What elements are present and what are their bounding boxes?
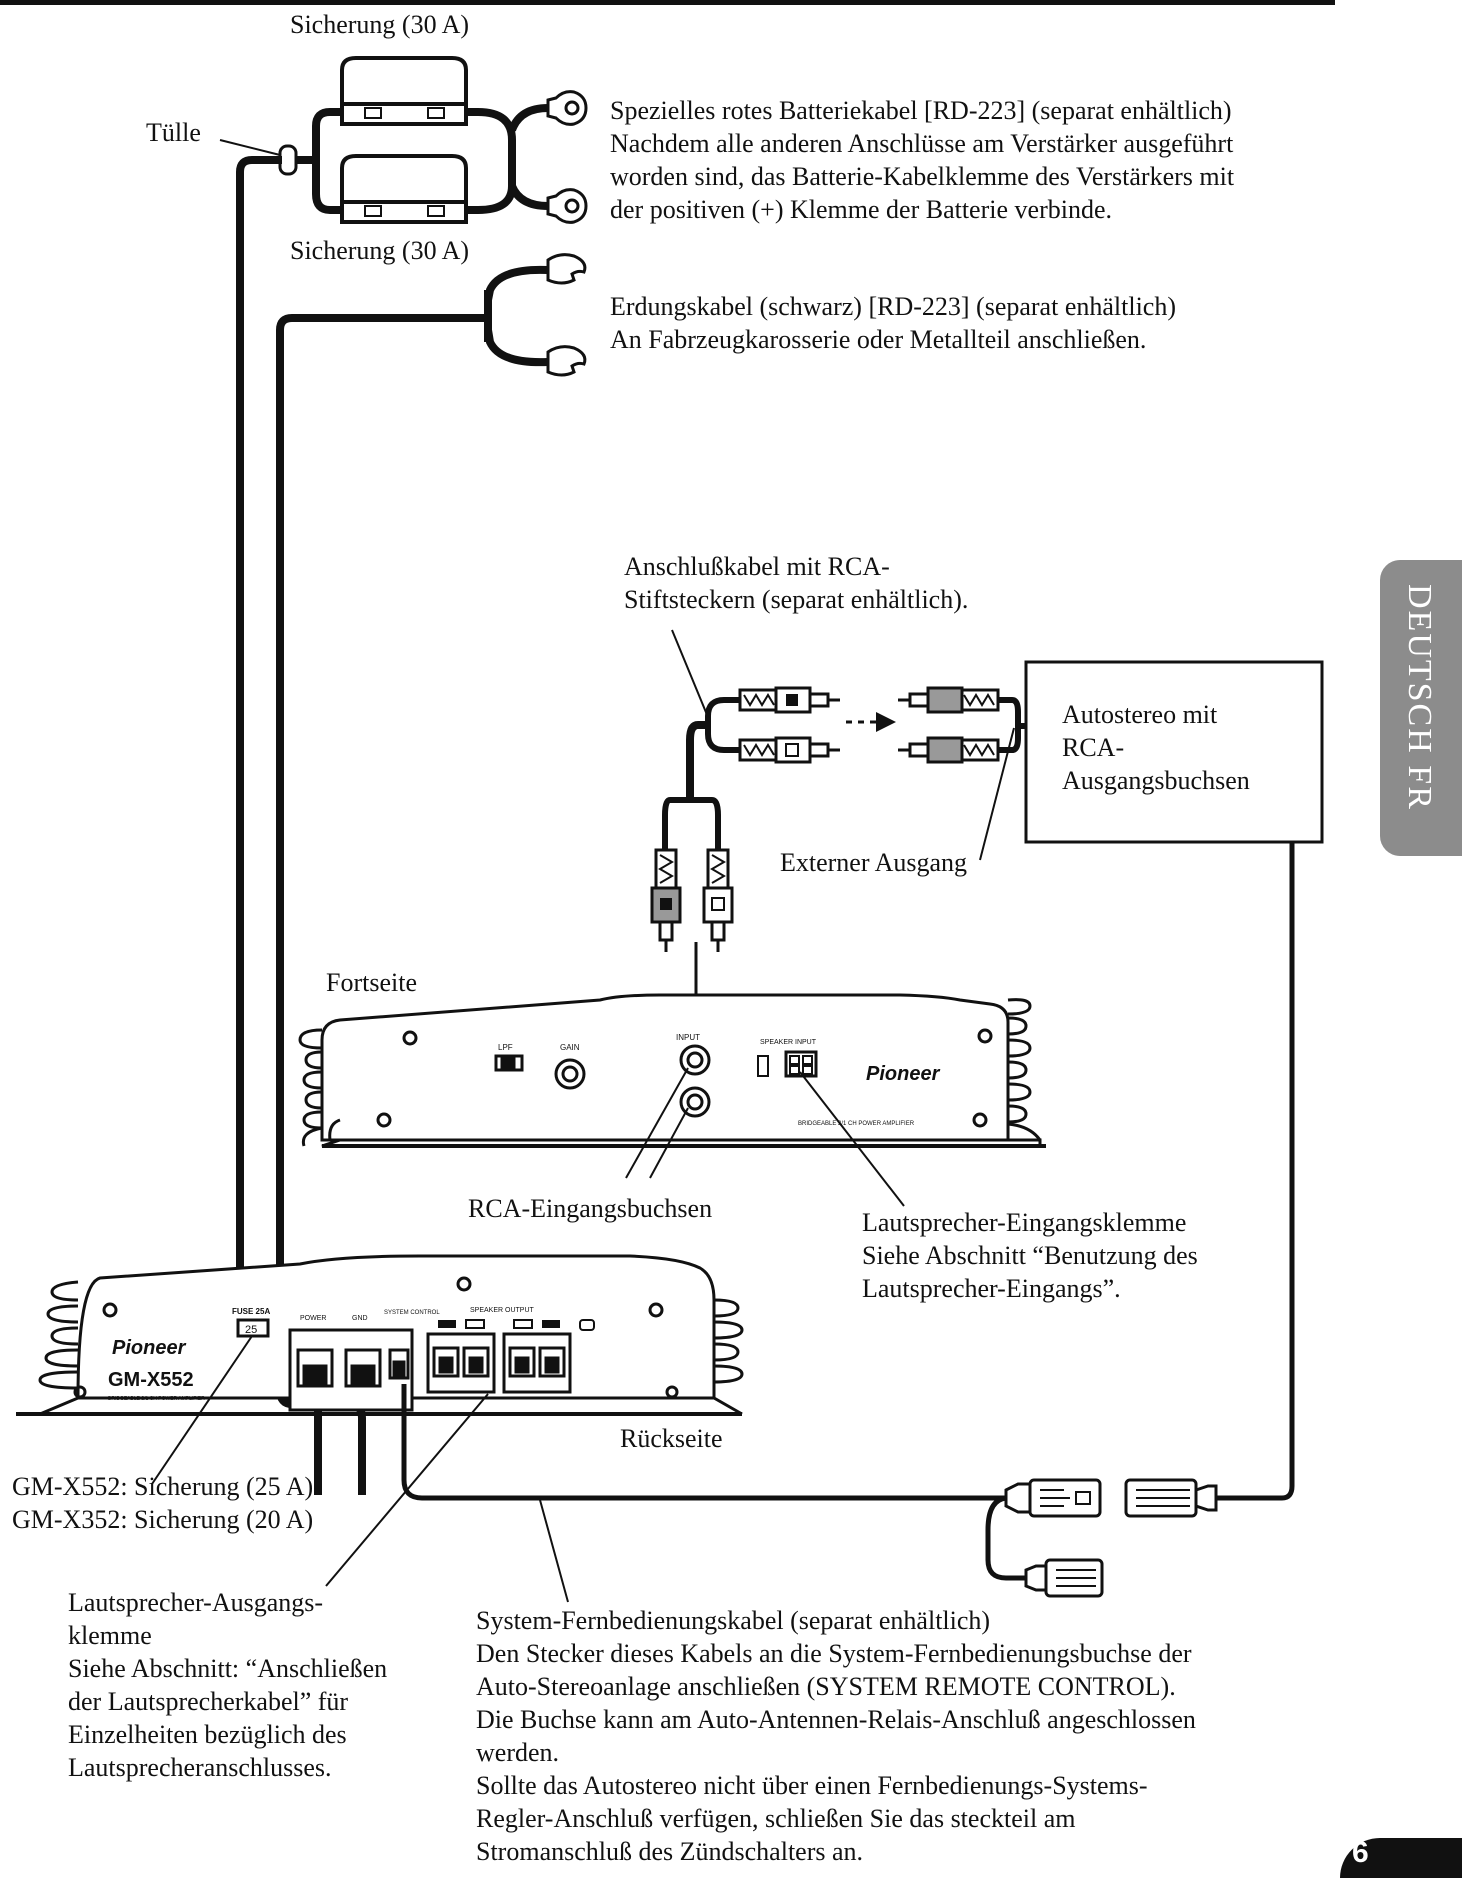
top-rule xyxy=(0,0,1335,5)
language-side-tab: DEUTSCH FR xyxy=(1380,560,1462,856)
rear-footer-text: BRIDGEABLE 2/1 CH POWER AMPLIFIER xyxy=(108,1396,205,1402)
rear-brand-logo: Pioneer xyxy=(112,1337,187,1359)
language-tab-label: DEUTSCH FR xyxy=(1401,584,1438,811)
remote-cable-line: Regler-Anschluß verfügen, schließen Sie … xyxy=(476,1804,1076,1833)
rca-cable xyxy=(650,629,1028,1040)
ground-cable-line: An Fabrzeugkarosserie oder Metallteil an… xyxy=(610,325,1147,354)
speaker-output-description: Lautsprecher-Ausgangs- klemme Siehe Absc… xyxy=(68,1586,387,1784)
speaker-output-line: klemme xyxy=(68,1621,152,1650)
car-stereo-line: RCA- xyxy=(1062,733,1125,762)
speaker-input-line: Lautsprecher-Eingangs”. xyxy=(862,1274,1121,1303)
rear-amplifier xyxy=(16,1254,744,1587)
fuse-model-line: GM-X552: Sicherung (25 A) xyxy=(12,1472,314,1501)
car-stereo-box xyxy=(1024,660,1324,844)
grommet-label: Tülle xyxy=(146,118,201,147)
page-number: 6 xyxy=(1352,1836,1369,1869)
battery-fuse-assembly xyxy=(219,56,588,1495)
battery-cable-line: worden sind, das Batterie-Kabelklemme de… xyxy=(610,162,1235,191)
battery-cable-line: Spezielles rotes Batteriekabel [RD-223] … xyxy=(610,96,1232,125)
front-footer-text: BRIDGEABLE 2/1 CH POWER AMPLIFIER xyxy=(798,1121,915,1127)
remote-cable-line: Stromanschluß des Zündschalters an. xyxy=(476,1837,864,1866)
speaker-input-description: Lautsprecher-Eingangsklemme Siehe Abschn… xyxy=(862,1206,1198,1305)
speaker-output-line: Lautsprecher-Ausgangs- xyxy=(68,1588,324,1617)
remote-cable xyxy=(401,842,1295,1603)
remote-cable-line: Sollte das Autostereo nicht über einen F… xyxy=(476,1771,1148,1800)
rear-gnd-label: GND xyxy=(352,1315,368,1322)
car-stereo-label: Autostereo mit RCA- Ausgangsbuchsen xyxy=(1062,698,1250,797)
remote-cable-line: Die Buchse kann am Auto-Antennen-Relais-… xyxy=(476,1705,1196,1734)
front-gain-label: GAIN xyxy=(560,1043,580,1052)
front-speaker-input-label: SPEAKER INPUT xyxy=(760,1039,817,1046)
fuse-top-label: Sicherung (30 A) xyxy=(290,10,470,39)
ground-cable-description: Erdungskabel (schwarz) [RD-223] (separat… xyxy=(610,290,1176,356)
fuse-models-description: GM-X552: Sicherung (25 A) GM-X352: Siche… xyxy=(12,1470,313,1536)
rear-fuse-value: 25 xyxy=(245,1324,257,1336)
ground-cable-line: Erdungskabel (schwarz) [RD-223] (separat… xyxy=(610,292,1176,321)
remote-cable-line: werden. xyxy=(476,1738,560,1767)
speaker-input-line: Siehe Abschnitt “Benutzung des xyxy=(862,1241,1198,1270)
rear-model-label: GM-X552 xyxy=(108,1369,194,1391)
remote-cable-line: System-Fernbedienungskabel (separat enhä… xyxy=(476,1606,991,1635)
rca-cable-line: Stiftsteckern (separat enhältlich). xyxy=(624,585,969,614)
fuse-bottom-label: Sicherung (30 A) xyxy=(290,236,470,265)
car-stereo-line: Ausgangsbuchsen xyxy=(1062,766,1250,795)
rear-fuse-label: FUSE 25A xyxy=(232,1307,270,1316)
front-side-label: Fortseite xyxy=(326,968,417,997)
battery-cable-description: Spezielles rotes Batteriekabel [RD-223] … xyxy=(610,94,1234,226)
front-amplifier xyxy=(298,993,1046,1207)
remote-cable-line: Auto-Stereoanlage anschließen (SYSTEM RE… xyxy=(476,1672,1176,1701)
speaker-output-line: Einzelheiten bezüglich des xyxy=(68,1720,347,1749)
rear-speaker-output-label: SPEAKER OUTPUT xyxy=(470,1307,535,1314)
rear-side-label: Rückseite xyxy=(620,1424,723,1453)
remote-cable-description: System-Fernbedienungskabel (separat enhä… xyxy=(476,1604,1196,1868)
front-lpf-label: LPF xyxy=(498,1043,513,1052)
speaker-input-line: Lautsprecher-Eingangsklemme xyxy=(862,1208,1187,1237)
battery-cable-line: Nachdem alle anderen Anschlüsse am Verst… xyxy=(610,129,1234,158)
rca-inputs-label: RCA-Eingangsbuchsen xyxy=(468,1194,713,1223)
battery-cable-line: der positiven (+) Klemme der Batterie ve… xyxy=(610,195,1112,224)
rca-cable-description: Anschlußkabel mit RCA- Stiftsteckern (se… xyxy=(624,550,968,616)
car-stereo-line: Autostereo mit xyxy=(1062,700,1218,729)
front-brand-logo: Pioneer xyxy=(866,1063,941,1085)
speaker-output-line: Lautsprecheranschlusses. xyxy=(68,1753,332,1782)
rear-system-control-label: SYSTEM CONTROL xyxy=(384,1310,440,1316)
front-input-label: INPUT xyxy=(676,1033,700,1042)
remote-cable-line: Den Stecker dieses Kabels an die System-… xyxy=(476,1639,1192,1668)
speaker-output-line: Siehe Abschnitt: “Anschließen xyxy=(68,1654,388,1683)
rear-power-label: POWER xyxy=(300,1315,326,1322)
fuse-model-line: GM-X352: Sicherung (20 A) xyxy=(12,1505,314,1534)
external-output-label: Externer Ausgang xyxy=(780,848,968,877)
speaker-output-line: der Lautsprecherkabel” für xyxy=(68,1687,349,1716)
rca-cable-line: Anschlußkabel mit RCA- xyxy=(624,552,890,581)
